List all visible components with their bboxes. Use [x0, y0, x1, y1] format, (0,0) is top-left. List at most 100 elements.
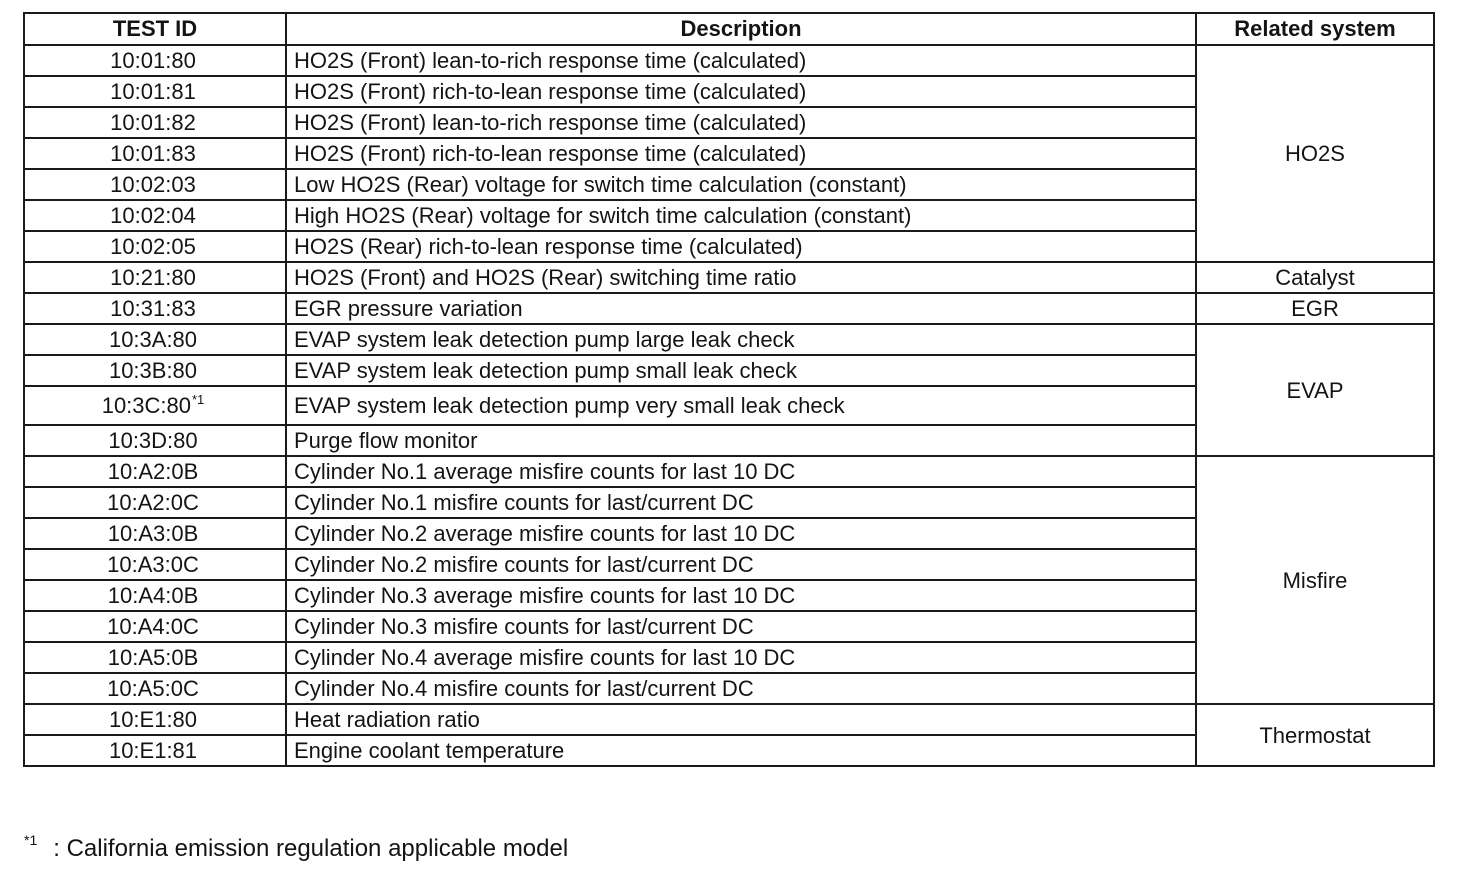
description-cell: EVAP system leak detection pump very sma… [285, 385, 1197, 426]
test-id-cell: 10:A3:0B [23, 517, 287, 550]
test-id-value: 10:A2:0C [107, 490, 199, 515]
test-id-cell: 10:3B:80 [23, 354, 287, 387]
table-row: 10:A5:0C Cylinder No.4 misfire counts for… [23, 672, 1434, 705]
test-id-cell: 10:A2:0B [23, 455, 287, 488]
test-id-value: 10:3A:80 [108, 327, 198, 352]
description-cell: Cylinder No.4 misfire counts for last/cu… [285, 672, 1197, 705]
description-cell: Engine coolant temperature [285, 734, 1197, 767]
test-id-value: 10:02:03 [110, 172, 196, 197]
test-id-table: TEST ID Description Related system 10:01… [23, 12, 1435, 767]
footnote-marker: *1 [192, 392, 205, 407]
test-id-value: 10:02:04 [110, 203, 196, 228]
test-id-cell: 10:A3:0C [23, 548, 287, 581]
table-row: 10:02:03 Low HO2S (Rear) voltage for swit… [23, 168, 1434, 201]
test-id-value: 10:E1:81 [108, 738, 198, 763]
test-id-cell: 10:A5:0C [23, 672, 287, 705]
test-id-cell: 10:21:80 [23, 261, 287, 294]
description-cell: HO2S (Front) lean-to-rich response time … [285, 106, 1197, 139]
description-cell: HO2S (Front) rich-to-lean response time … [285, 137, 1197, 170]
table-row: 10:A2:0C Cylinder No.1 misfire counts for… [23, 486, 1434, 519]
footnote-text: : California emission regulation applica… [53, 835, 569, 862]
test-id-value: 10:01:80 [110, 48, 196, 73]
test-id-value: 10:A5:0C [107, 676, 199, 701]
table-row: 10:3B:80 EVAP system leak detection pump … [23, 354, 1434, 387]
test-id-value: 10:A3:0C [107, 552, 199, 577]
description-cell: HO2S (Front) lean-to-rich response time … [285, 44, 1197, 77]
test-id-value: 10:A2:0B [107, 459, 199, 484]
test-id-value: 10:A5:0B [107, 645, 199, 670]
test-id-cell: 10:02:05 [23, 230, 287, 263]
description-cell: EVAP system leak detection pump small le… [285, 354, 1197, 387]
header-description: Description [285, 12, 1197, 46]
table-row: 10:A3:0C Cylinder No.2 misfire counts for… [23, 548, 1434, 581]
description-cell: EVAP system leak detection pump large le… [285, 323, 1197, 356]
description-cell: Cylinder No.3 average misfire counts for… [285, 579, 1197, 612]
test-id-cell: 10:A5:0B [23, 641, 287, 674]
description-cell: HO2S (Front) rich-to-lean response time … [285, 75, 1197, 108]
test-id-value: 10:02:05 [110, 234, 196, 259]
test-id-value: 10:01:81 [110, 79, 196, 104]
test-id-cell: 10:31:83 [23, 292, 287, 325]
test-id-cell: 10:02:04 [23, 199, 287, 232]
description-cell: HO2S (Front) and HO2S (Rear) switching t… [285, 261, 1197, 294]
test-id-cell: 10:E1:80 [23, 703, 287, 736]
test-id-value: 10:A3:0B [107, 521, 199, 546]
test-id-cell: 10:01:80 [23, 44, 287, 77]
test-id-cell: 10:A4:0B [23, 579, 287, 612]
related-system-cell: Catalyst [1195, 261, 1435, 294]
table-row: 10:E1:81 Engine coolant temperature [23, 734, 1434, 767]
description-cell: EGR pressure variation [285, 292, 1197, 325]
related-system-cell: Misfire [1195, 455, 1435, 705]
related-system-cell: Thermostat [1195, 703, 1435, 767]
table-row: 10:01:81 HO2S (Front) rich-to-lean respon… [23, 75, 1434, 108]
table-row: 10:01:83 HO2S (Front) rich-to-lean respon… [23, 137, 1434, 170]
test-id-value: 10:31:83 [110, 296, 196, 321]
test-id-value: 10:21:80 [110, 265, 196, 290]
description-cell: Cylinder No.2 average misfire counts for… [285, 517, 1197, 550]
header-row: TEST ID Description Related system [23, 12, 1435, 46]
table-row: 10:02:05 HO2S (Rear) rich-to-lean respons… [23, 230, 1434, 263]
table-row: 10:A2:0B Cylinder No.1 average misfire co… [23, 455, 1435, 705]
test-id-cell: 10:3C:80*1 [23, 385, 287, 426]
description-cell: Cylinder No.3 misfire counts for last/cu… [285, 610, 1197, 643]
test-id-value: 10:01:83 [110, 141, 196, 166]
related-system-cell: HO2S [1195, 44, 1435, 263]
test-id-cell: 10:01:82 [23, 106, 287, 139]
test-id-value: 10:3B:80 [108, 358, 198, 383]
table-row: 10:21:80 HO2S (Front) and HO2S (Rear) swi… [23, 261, 1435, 294]
related-system-cell: EVAP [1195, 323, 1435, 457]
test-id-value: 10:3C:80 [101, 393, 191, 418]
test-id-value: 10:E1:80 [108, 707, 198, 732]
description-cell: Cylinder No.2 misfire counts for last/cu… [285, 548, 1197, 581]
description-cell: Cylinder No.1 average misfire counts for… [285, 455, 1197, 488]
test-id-cell: 10:3A:80 [23, 323, 287, 356]
table-row: 10:02:04 High HO2S (Rear) voltage for swi… [23, 199, 1434, 232]
test-id-cell: 10:A2:0C [23, 486, 287, 519]
description-cell: Cylinder No.1 misfire counts for last/cu… [285, 486, 1197, 519]
test-id-cell: 10:01:81 [23, 75, 287, 108]
description-cell: Heat radiation ratio [285, 703, 1197, 736]
description-cell: Low HO2S (Rear) voltage for switch time … [285, 168, 1197, 201]
description-cell: HO2S (Rear) rich-to-lean response time (… [285, 230, 1197, 263]
test-id-cell: 10:E1:81 [23, 734, 287, 767]
test-id-cell: 10:01:83 [23, 137, 287, 170]
test-id-cell: 10:3D:80 [23, 424, 287, 457]
test-id-value: 10:3D:80 [108, 428, 198, 453]
header-related-system: Related system [1195, 12, 1435, 46]
table-row: 10:01:82 HO2S (Front) lean-to-rich respon… [23, 106, 1434, 139]
description-cell: High HO2S (Rear) voltage for switch time… [285, 199, 1197, 232]
test-id-value: 10:01:82 [110, 110, 196, 135]
test-id-cell: 10:A4:0C [23, 610, 287, 643]
test-id-cell: 10:02:03 [23, 168, 287, 201]
table-row: 10:A3:0B Cylinder No.2 average misfire co… [23, 517, 1434, 550]
related-system-cell: EGR [1195, 292, 1435, 325]
